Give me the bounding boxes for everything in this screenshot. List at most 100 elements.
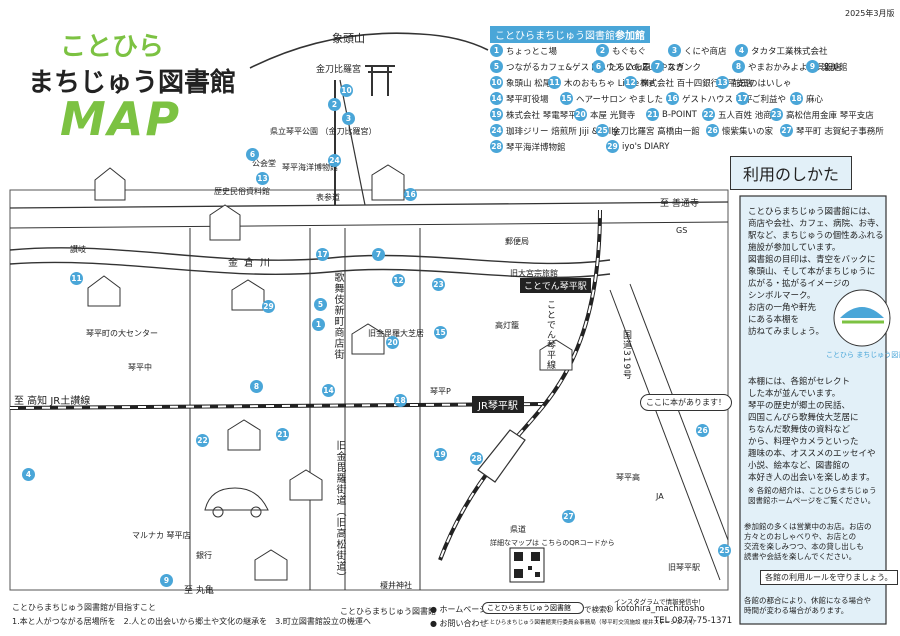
legend-number-badge: 22 xyxy=(702,108,715,121)
legend-number-badge: 9 xyxy=(806,60,819,73)
map-pin[interactable]: 2 xyxy=(328,98,341,111)
title-map: MAP xyxy=(60,92,182,146)
map-pin[interactable]: 4 xyxy=(22,468,35,481)
legend-label: 懐紫集いの家 xyxy=(722,126,774,137)
legend-number-badge: 26 xyxy=(706,124,719,137)
car-icon xyxy=(204,487,269,518)
legend-label: ゲストハウス 琴平 xyxy=(682,94,753,105)
instagram-handle[interactable]: ◎ kotohira_machitosho xyxy=(606,604,705,614)
map-pin[interactable]: 28 xyxy=(470,452,483,465)
map-pin[interactable]: 1 xyxy=(312,318,325,331)
map-pin[interactable]: 26 xyxy=(696,424,709,437)
map-pin[interactable]: 6 xyxy=(246,148,259,161)
legend-label: 琴平町役場 xyxy=(506,94,549,105)
map-pin[interactable]: 19 xyxy=(434,448,447,461)
river-line-2 xyxy=(9,261,611,279)
river-label: 金倉川 xyxy=(228,258,276,269)
map-pin[interactable]: 8 xyxy=(250,380,263,393)
map-pin[interactable]: 14 xyxy=(322,384,335,397)
map-pin[interactable]: 17 xyxy=(316,248,329,261)
to-kochi-label: 至 高知 JR土讃線 xyxy=(14,396,91,407)
legend-number-badge: 20 xyxy=(574,108,587,121)
legend-label: 楽美館 xyxy=(822,62,848,73)
legend-label: くにや商店 xyxy=(684,46,727,57)
search-input[interactable] xyxy=(482,602,584,614)
legend-number-badge: 4 xyxy=(735,44,748,57)
legend-label: 高松信用金庫 琴平支店 xyxy=(786,110,874,121)
instagram-label: インスタグラムで情報発信中！ xyxy=(614,598,705,606)
logo-badge xyxy=(833,289,891,347)
map-pin[interactable]: 18 xyxy=(394,394,407,407)
usage-paragraph3: 参加館の多くは営業中のお店。お店の 方々とのおしゃべりや、お店との 交流を楽しみ… xyxy=(744,522,872,561)
tram-icon xyxy=(477,429,526,483)
route319-label: 国道319号 xyxy=(621,330,631,381)
bubble-label: ここに本があります！ xyxy=(640,394,732,411)
usage-paragraph2: 本棚には、各館がセレクト した本が並んでいます。 琴平の歴史が郷土の民話、 四国… xyxy=(748,377,876,483)
road-north xyxy=(9,201,729,209)
legend-label: 株式会社 百十四銀行琴平支店 xyxy=(640,78,754,89)
legend-label: 前田のはいしゃ xyxy=(732,78,792,89)
usage-paragraph1: ことひらまちじゅう図書館には、 商店や会社、カフェ、病院、お寺、 駅など、まちじ… xyxy=(748,207,885,337)
homepage-label: ● ホームページ xyxy=(430,605,488,614)
map-pin[interactable]: 21 xyxy=(276,428,289,441)
map-pin[interactable]: 11 xyxy=(70,272,83,285)
map-pin[interactable]: 3 xyxy=(342,112,355,125)
place-label: 琴平P xyxy=(430,387,451,396)
place-label: マルナカ 琴平店 xyxy=(132,531,191,540)
map-pin[interactable]: 10 xyxy=(340,84,353,97)
map-pin[interactable]: 16 xyxy=(404,188,417,201)
map-pin[interactable]: 25 xyxy=(718,544,731,557)
legend-label: iyo's DIARY xyxy=(622,141,670,152)
old-street-label: 旧金毘羅街道（旧高松街道） xyxy=(334,440,345,583)
place-label: 琴平中 xyxy=(128,363,152,372)
usage-paragraph4: 各館の都合により、休館になる場合や 時間が変わる場合があります。 xyxy=(744,596,872,615)
map-pin[interactable]: 22 xyxy=(196,434,209,447)
to-zentsuji-label: 至 善通寺 xyxy=(660,199,699,209)
place-label: 郵便局 xyxy=(505,237,529,246)
map-pin[interactable]: 5 xyxy=(314,298,327,311)
place-label: 旧琴平駅 xyxy=(668,563,700,572)
jr-station-label[interactable]: JR琴平駅 xyxy=(472,396,524,413)
legend-number-badge: 8 xyxy=(732,60,745,73)
tel-label: TEL 0877-75-1371 xyxy=(654,616,733,626)
place-label: 旧大宮宗旅館 xyxy=(510,269,558,278)
map-pin[interactable]: 9 xyxy=(160,574,173,587)
map-pin[interactable]: 27 xyxy=(562,510,575,523)
legend-number-badge: 11 xyxy=(548,76,561,89)
map-pin[interactable]: 20 xyxy=(386,336,399,349)
map-pin[interactable]: 13 xyxy=(256,172,269,185)
legend-number-badge: 3 xyxy=(668,44,681,57)
map-pin[interactable]: 24 xyxy=(328,154,341,167)
shrine-label: 金刀比羅宮 xyxy=(316,65,362,75)
map-pin[interactable]: 29 xyxy=(262,300,275,313)
kotoden-station-label[interactable]: ことでん琴平駅 xyxy=(520,278,591,293)
qr-code[interactable] xyxy=(509,547,545,583)
place-label: 琴平海洋博物館 xyxy=(282,163,338,172)
map-pin[interactable]: 12 xyxy=(392,274,405,287)
legend-number-badge: 15 xyxy=(560,92,573,105)
map-pin[interactable]: 15 xyxy=(434,326,447,339)
map-pin[interactable]: 7 xyxy=(372,248,385,261)
legend-label: やまおかみよよい呉服店 xyxy=(748,62,842,73)
place-label: GS xyxy=(676,226,688,235)
map-pin[interactable]: 23 xyxy=(432,278,445,291)
usage-note: ※ 各館の紹介は、ことひらまちじゅう 図書館ホームページをご覧ください。 xyxy=(748,486,877,505)
legend-label: 琴平海洋博物館 xyxy=(506,142,566,153)
